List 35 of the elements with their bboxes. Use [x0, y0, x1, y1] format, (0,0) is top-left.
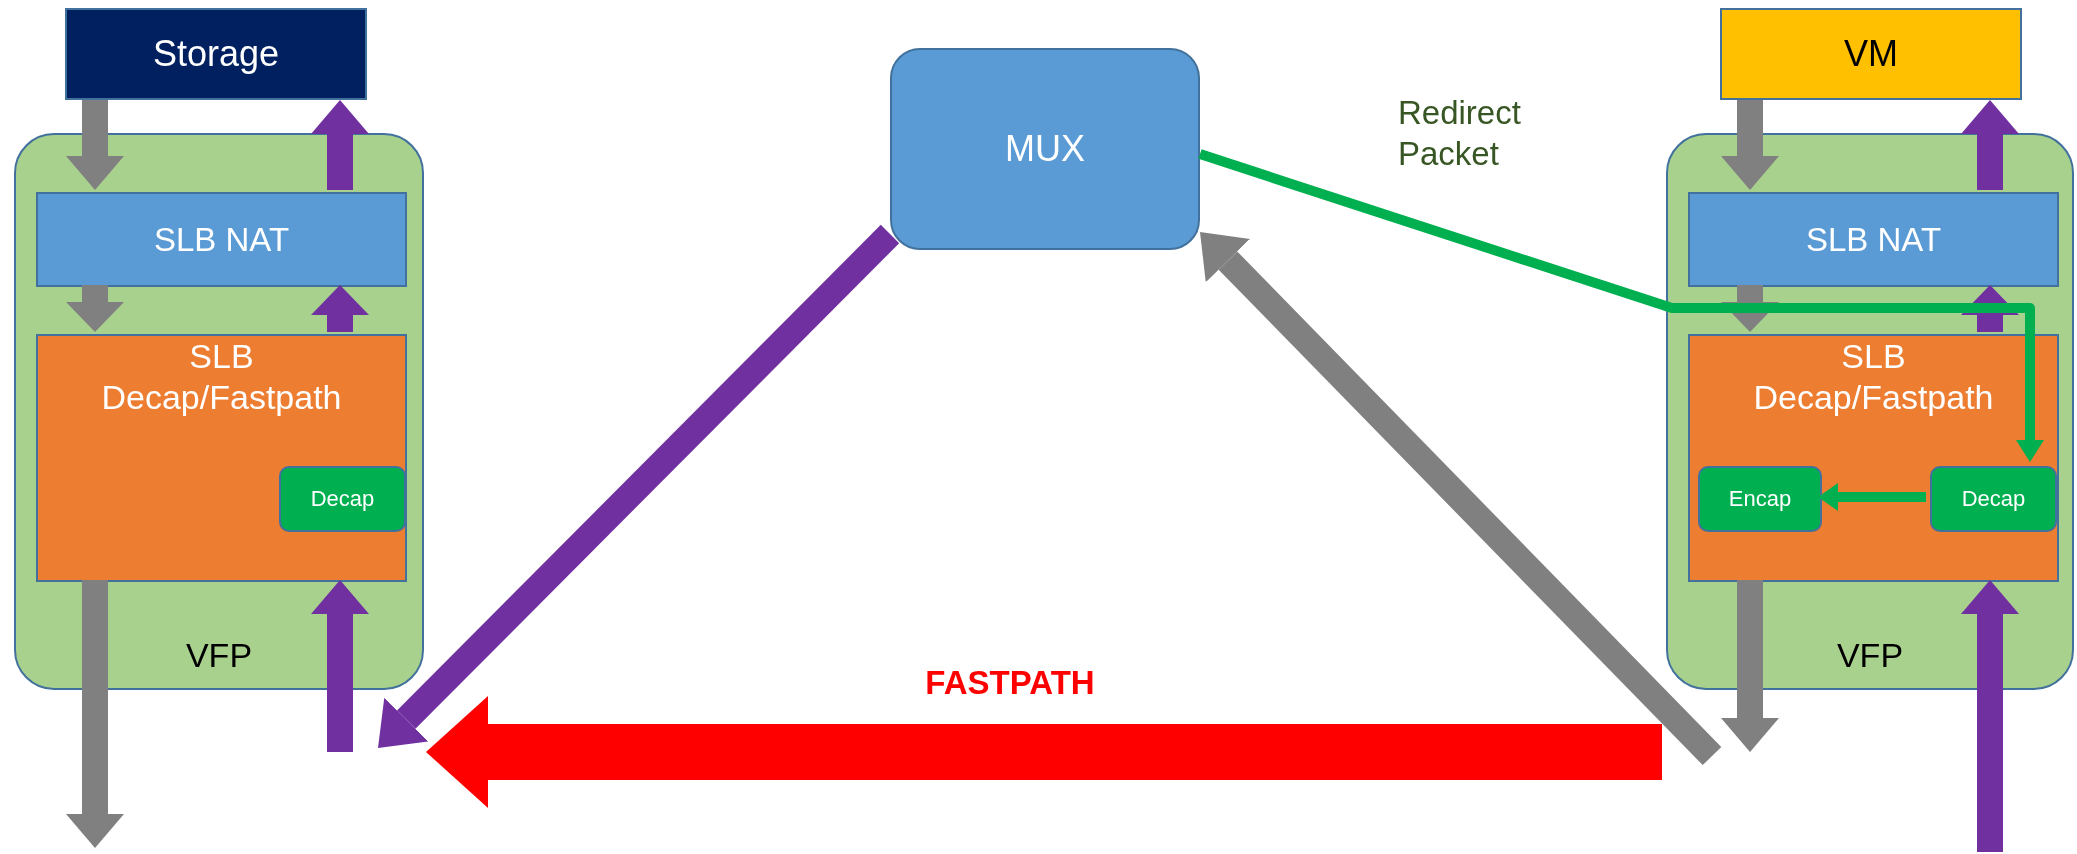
arrow	[311, 100, 369, 190]
arrow	[311, 580, 369, 752]
host-box	[1666, 133, 2074, 690]
arrow	[66, 580, 124, 848]
decap-box: Decap	[1930, 466, 2057, 532]
arrow	[1818, 483, 1926, 511]
arrow	[1961, 100, 2019, 190]
node-title: SLB Decap/Fastpath	[100, 336, 343, 418]
arrow	[1961, 285, 2019, 332]
vm-box: VM	[1720, 8, 2022, 100]
arrow	[1721, 580, 1779, 752]
arrow	[426, 696, 1662, 808]
storage-box: Storage	[65, 8, 367, 100]
node-title: VFP	[184, 635, 254, 676]
arrow	[1198, 149, 2044, 462]
node-title: SLB Decap/Fastpath	[1752, 336, 1995, 418]
encap-box: Encap	[1698, 466, 1822, 532]
edge-label: FASTPATH	[924, 663, 1096, 703]
arrow	[66, 100, 124, 190]
arrow	[1721, 100, 1779, 190]
mux-box: MUX	[890, 48, 1200, 250]
load-balancer-box	[1688, 334, 2059, 582]
arrow	[1200, 231, 1722, 766]
nat-box: SLB NAT	[36, 192, 407, 287]
arrow	[378, 224, 900, 748]
arrow	[311, 285, 369, 332]
edge-label: Redirect Packet	[1398, 93, 1522, 175]
arrow	[1961, 580, 2019, 852]
host-box	[14, 133, 424, 690]
node-title: VFP	[1835, 635, 1905, 676]
arrow	[66, 285, 124, 332]
decap-box: Decap	[279, 466, 406, 532]
arrow	[1721, 285, 1779, 332]
nat-box: SLB NAT	[1688, 192, 2059, 287]
load-balancer-box	[36, 334, 407, 582]
